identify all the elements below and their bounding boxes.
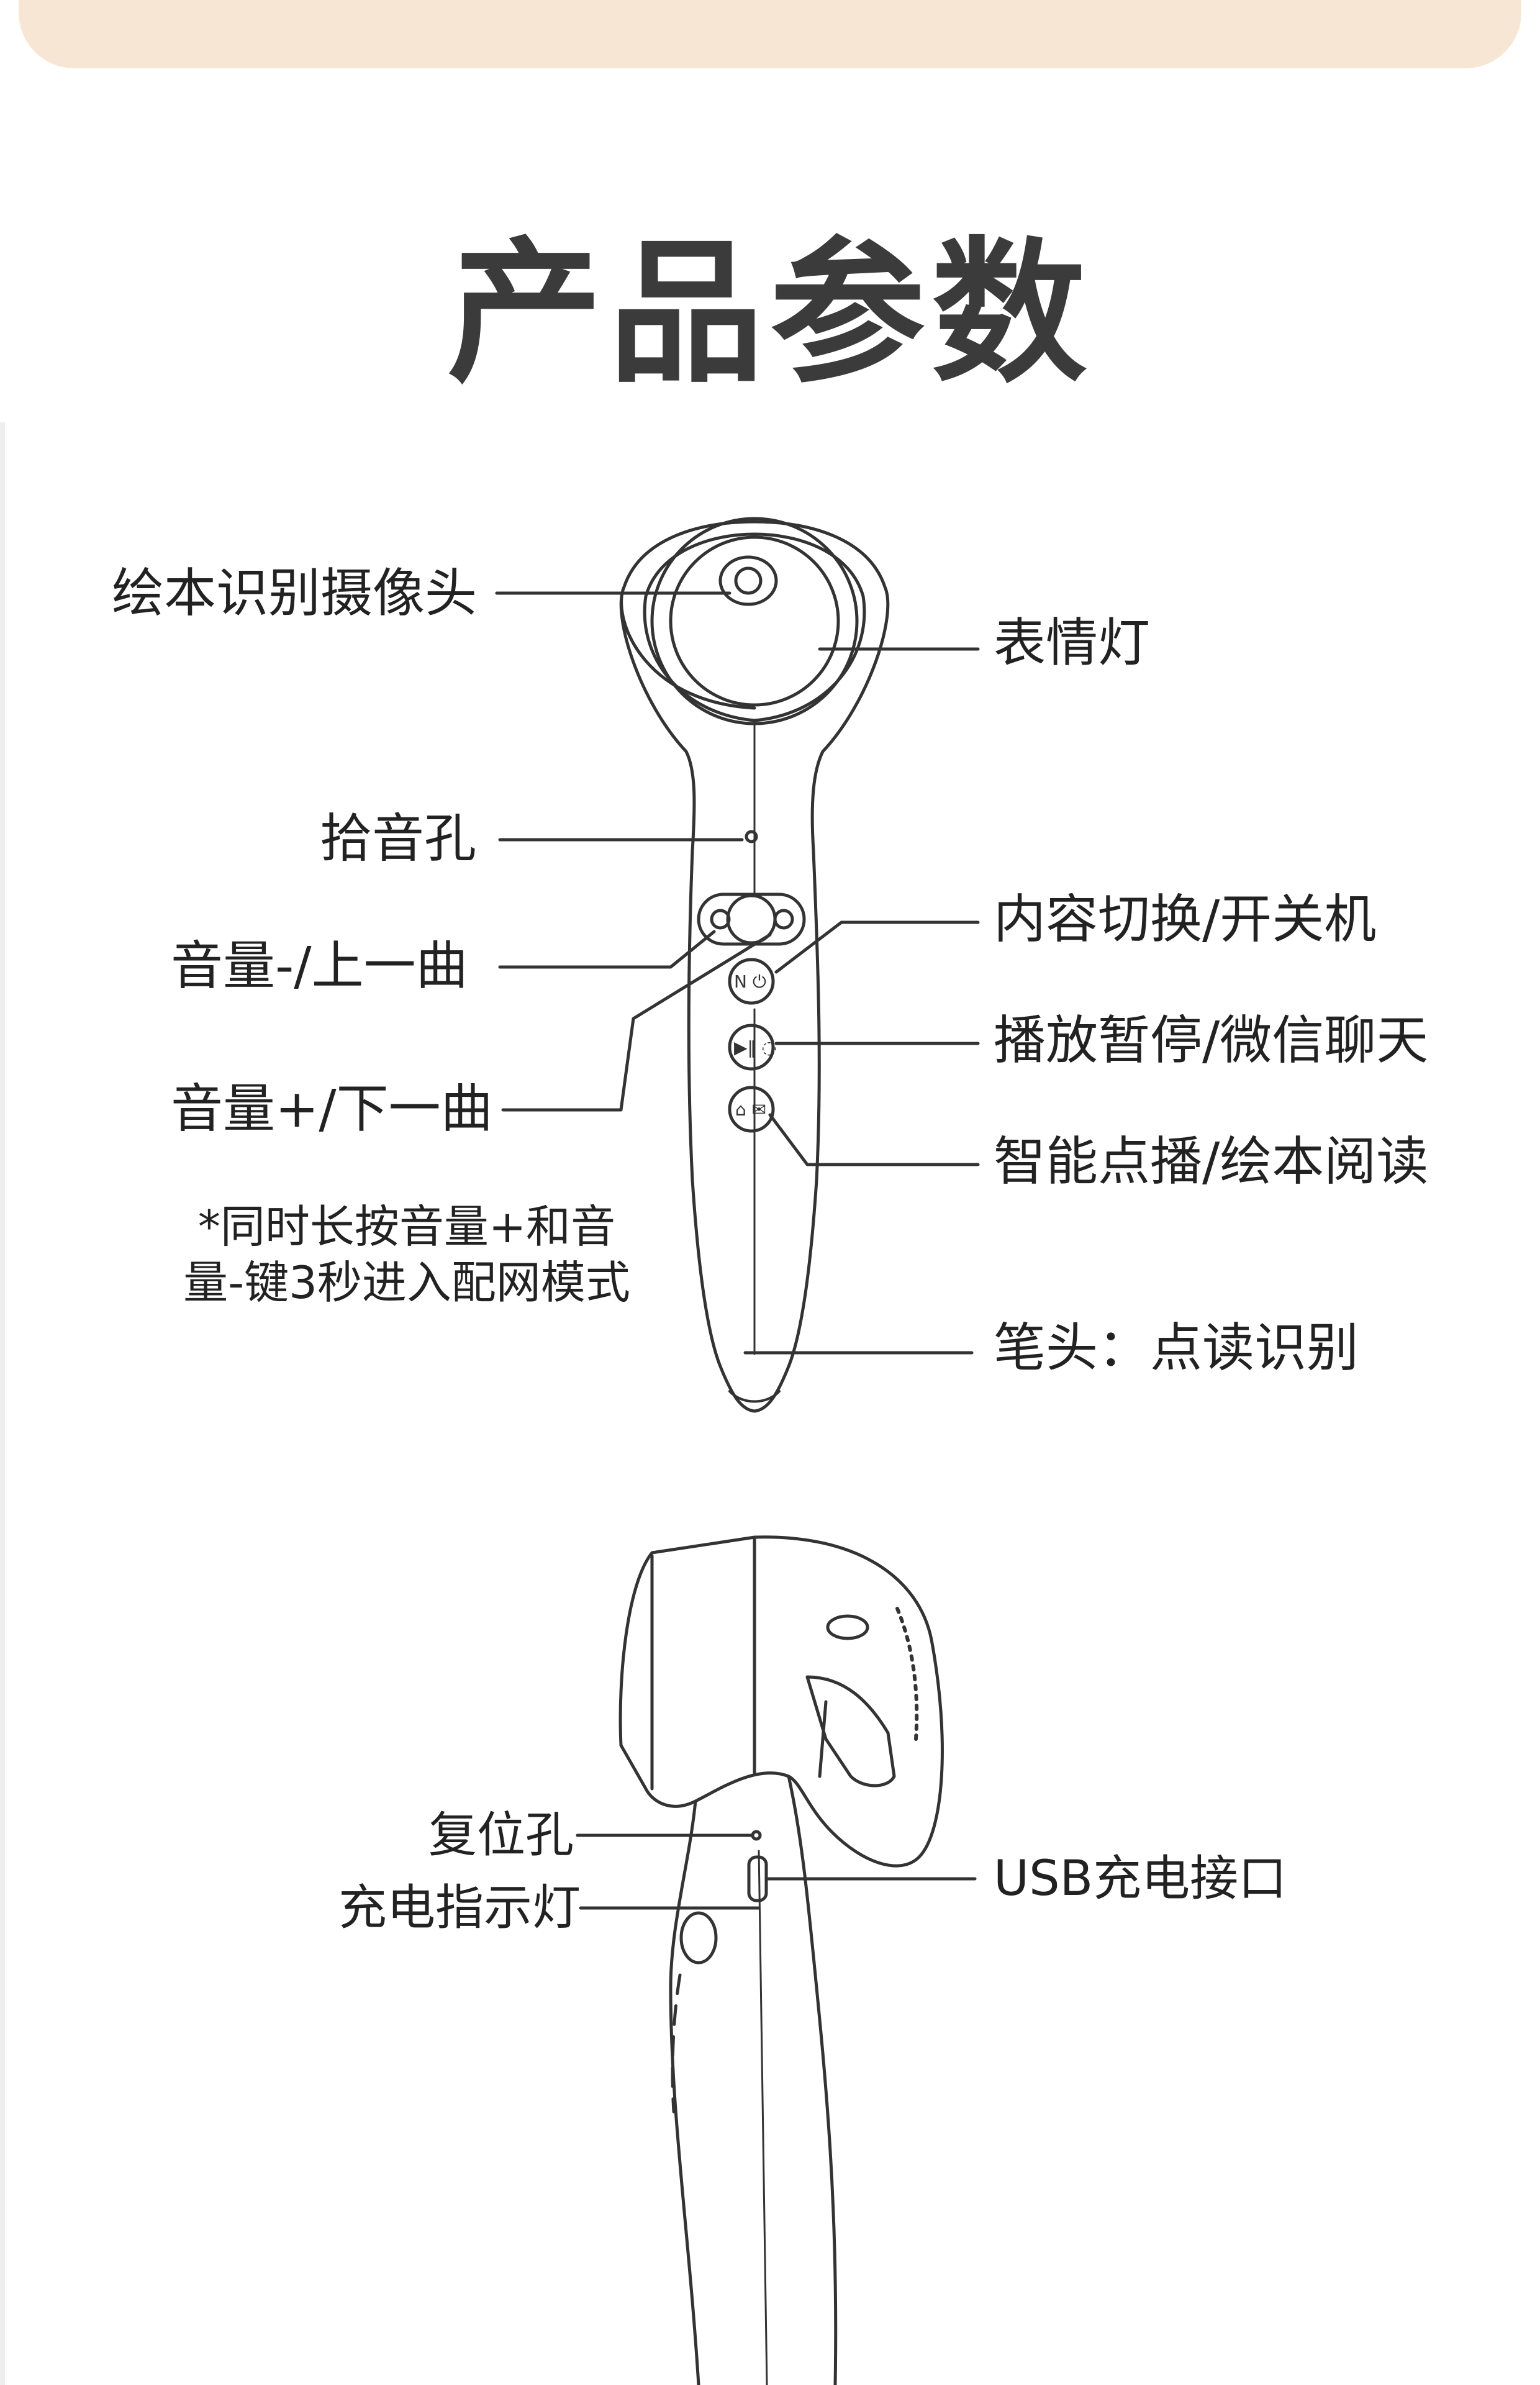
play-button-icon: ▶‖ ◌ [734,1037,777,1058]
side-pen-body [618,1535,944,2385]
label-volume-down: 音量-/上一曲 [171,935,468,996]
label-content-switch: 内容切换/开关机 [994,889,1377,950]
label-charge-indicator: 充电指示灯 [338,1880,581,1936]
page-title: 产品参数 [447,223,1093,404]
switch-button-icon: N ⏻ [734,971,766,992]
pairing-note: *同时长按音量+和音 量-键3秒进入配网模式 [158,1199,655,1311]
label-camera: 绘本识别摄像头 [112,563,478,624]
label-expression-light: 表情灯 [994,612,1151,673]
label-smart-play: 智能点播/绘本阅读 [994,1131,1429,1192]
button-glyphs: N ⏻ ▶‖ ◌ ⌂ ✉ [734,971,777,1120]
front-pen-body [619,517,890,1413]
smart-button-icon: ⌂ ✉ [735,1099,766,1120]
label-volume-up: 音量+/下一曲 [171,1078,493,1139]
label-reset-hole: 复位孔 [428,1807,574,1863]
top-banner [19,0,1521,68]
label-pen-tip: 笔头：点读识别 [994,1317,1359,1378]
left-edge-strip [0,422,5,2385]
pairing-note-line2: 量-键3秒进入配网模式 [183,1256,630,1309]
label-play-pause: 播放暂停/微信聊天 [994,1010,1429,1071]
label-usb-port: USB充电接口 [994,1851,1287,1907]
front-leader-lines [495,591,980,1355]
pairing-note-line1: *同时长按音量+和音 [197,1201,616,1253]
side-leader-lines [576,1833,977,1910]
label-mic-hole: 拾音孔 [320,808,477,869]
